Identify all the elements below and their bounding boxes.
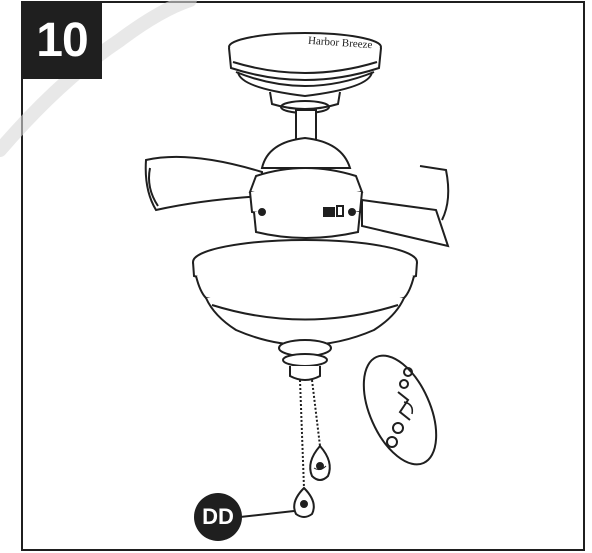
step-number-badge: 10 bbox=[22, 2, 102, 79]
figure-border bbox=[21, 1, 585, 551]
step-number: 10 bbox=[36, 14, 88, 67]
fan-blade-right bbox=[361, 165, 450, 248]
part-callout-text: DD bbox=[202, 504, 234, 529]
pull-chains bbox=[299, 379, 321, 489]
canopy-brand-text: Harbor Breeze bbox=[308, 35, 373, 51]
motor-housing bbox=[248, 136, 364, 239]
fan-blade-left bbox=[144, 155, 263, 212]
pull-chain-detail-icon bbox=[362, 354, 438, 466]
pull-chain-fob-dd bbox=[293, 486, 315, 518]
canopy bbox=[228, 32, 382, 114]
part-callout-dd: DD bbox=[194, 493, 242, 541]
watermark-stroke bbox=[0, 0, 197, 157]
pull-chain-fob-upper bbox=[309, 444, 331, 481]
callout-leader bbox=[239, 510, 295, 518]
light-kit bbox=[192, 239, 418, 381]
